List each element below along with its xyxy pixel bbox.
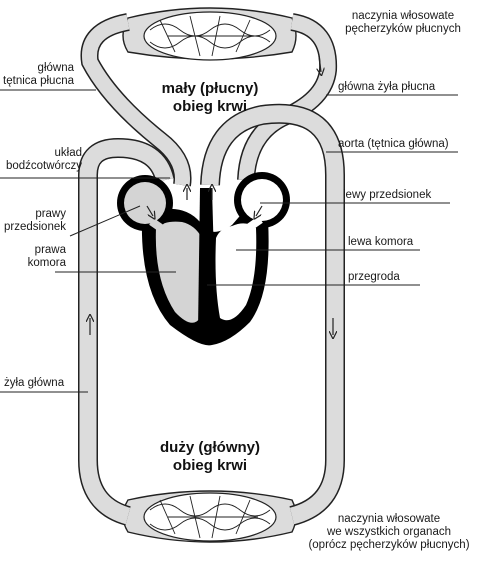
pulmonary-title-line-2: obieg krwi	[172, 98, 248, 115]
label-pulmonary-artery: główna tętnica płucna	[2, 62, 74, 88]
left-ventricle	[215, 223, 257, 321]
heart	[117, 172, 290, 346]
pulmonary-title-line-1: mały (płucny)	[161, 80, 259, 97]
label-left-atrium: lewy przedsionek	[343, 189, 432, 201]
label-lung-capillaries-line-2: pęcherzyków płucnych	[345, 23, 461, 35]
label-body-capillaries-line-3: (oprócz pęcherzyków płucnych)	[308, 539, 470, 551]
label-right-ventricle: prawa komora	[2, 244, 66, 270]
label-pulmonary-vein: główna żyła płucna	[338, 81, 436, 93]
label-right-atrium-line-2: przedsionek	[3, 221, 66, 233]
flow-arrows	[90, 55, 333, 335]
label-pulmonary-artery-line-2: tętnica płucna	[3, 75, 74, 87]
label-left-ventricle: lewa komora	[348, 236, 414, 248]
label-aorta: aorta (tętnica główna)	[338, 138, 449, 150]
label-right-atrium: prawy przedsionek	[2, 208, 66, 234]
label-conduction-system-line-1: układ	[54, 147, 83, 159]
label-right-ventricle-line-2: komora	[27, 257, 66, 269]
pulmonary-vein-vessel	[237, 13, 338, 181]
systemic-circulation-title: duży (główny) obieg krwi	[140, 439, 280, 475]
systemic-title-line-1: duży (główny)	[160, 439, 260, 456]
systemic-title-line-2: obieg krwi	[172, 457, 248, 474]
left-atrium	[241, 179, 283, 221]
aorta-vessel	[200, 103, 345, 526]
label-lung-capillaries: naczynia włosowate pęcherzyków płucnych	[328, 10, 478, 36]
septum	[198, 188, 216, 336]
organ-capillary-bed	[122, 490, 297, 543]
vena-cava-vessel	[78, 137, 175, 526]
label-lung-capillaries-line-1: naczynia włosowate	[351, 10, 455, 22]
lung-capillary-bed	[122, 7, 297, 61]
label-body-capillaries-line-1: naczynia włosowate	[337, 513, 441, 525]
right-ventricle	[155, 221, 204, 323]
label-body-capillaries-line-2: we wszystkich organach	[327, 526, 451, 538]
label-body-capillaries: naczynia włosowate we wszystkich organac…	[300, 513, 478, 552]
label-vena-cava: żyła główna	[4, 377, 65, 389]
label-septum: przegroda	[348, 271, 400, 283]
leader-lines	[0, 89, 458, 393]
label-right-ventricle-line-1: prawa	[34, 244, 66, 256]
pulmonary-artery-vessel	[80, 13, 192, 187]
label-conduction-system: układ bodźcotwórczy	[2, 147, 82, 173]
label-right-atrium-line-1: prawy	[35, 208, 66, 220]
label-pulmonary-artery-line-1: główna	[37, 62, 74, 74]
label-conduction-system-line-2: bodźcotwórczy	[5, 160, 82, 172]
pulmonary-circulation-title: mały (płucny) obieg krwi	[150, 80, 270, 116]
right-atrium	[124, 182, 166, 224]
